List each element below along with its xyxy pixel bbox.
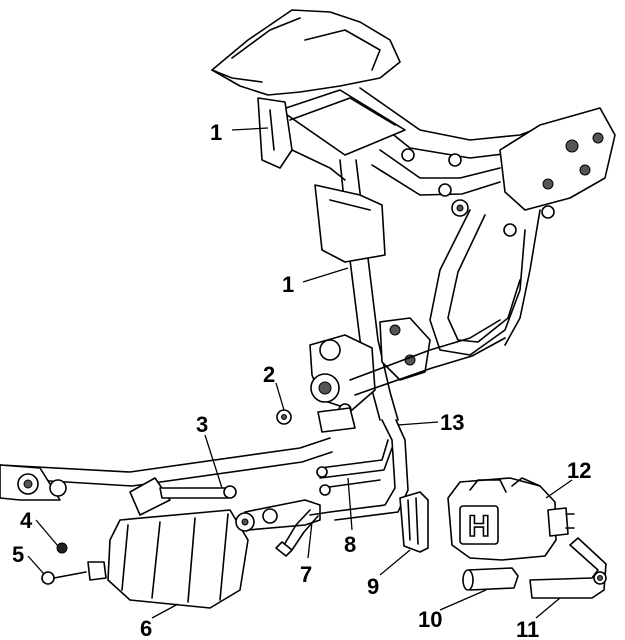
- callout-11: 11: [516, 617, 539, 640]
- callout-13: 13: [440, 410, 464, 435]
- leader-lines: [27, 127, 573, 619]
- callout-4: 4: [20, 508, 33, 533]
- callout-1-lower: 1: [282, 272, 294, 297]
- callout-12: 12: [567, 458, 591, 483]
- exhaust-and-hose-assembly: [0, 409, 409, 609]
- callout-7: 7: [300, 562, 312, 587]
- callout-5: 5: [12, 542, 24, 567]
- callout-6: 6: [140, 616, 152, 640]
- callout-8: 8: [344, 532, 356, 557]
- callout-1-upper: 1: [210, 120, 222, 145]
- callout-9: 9: [367, 574, 379, 599]
- callout-labels: 1 1 2 3 4 5 6 7 8 9 10 11 12 13: [12, 120, 591, 640]
- charcoal-canister-assembly: H: [399, 477, 607, 599]
- callout-10: 10: [418, 607, 442, 632]
- callout-3: 3: [196, 412, 208, 437]
- canister-letter: H: [468, 510, 490, 543]
- callout-2: 2: [263, 362, 275, 387]
- motorcycle-frame: [211, 9, 616, 433]
